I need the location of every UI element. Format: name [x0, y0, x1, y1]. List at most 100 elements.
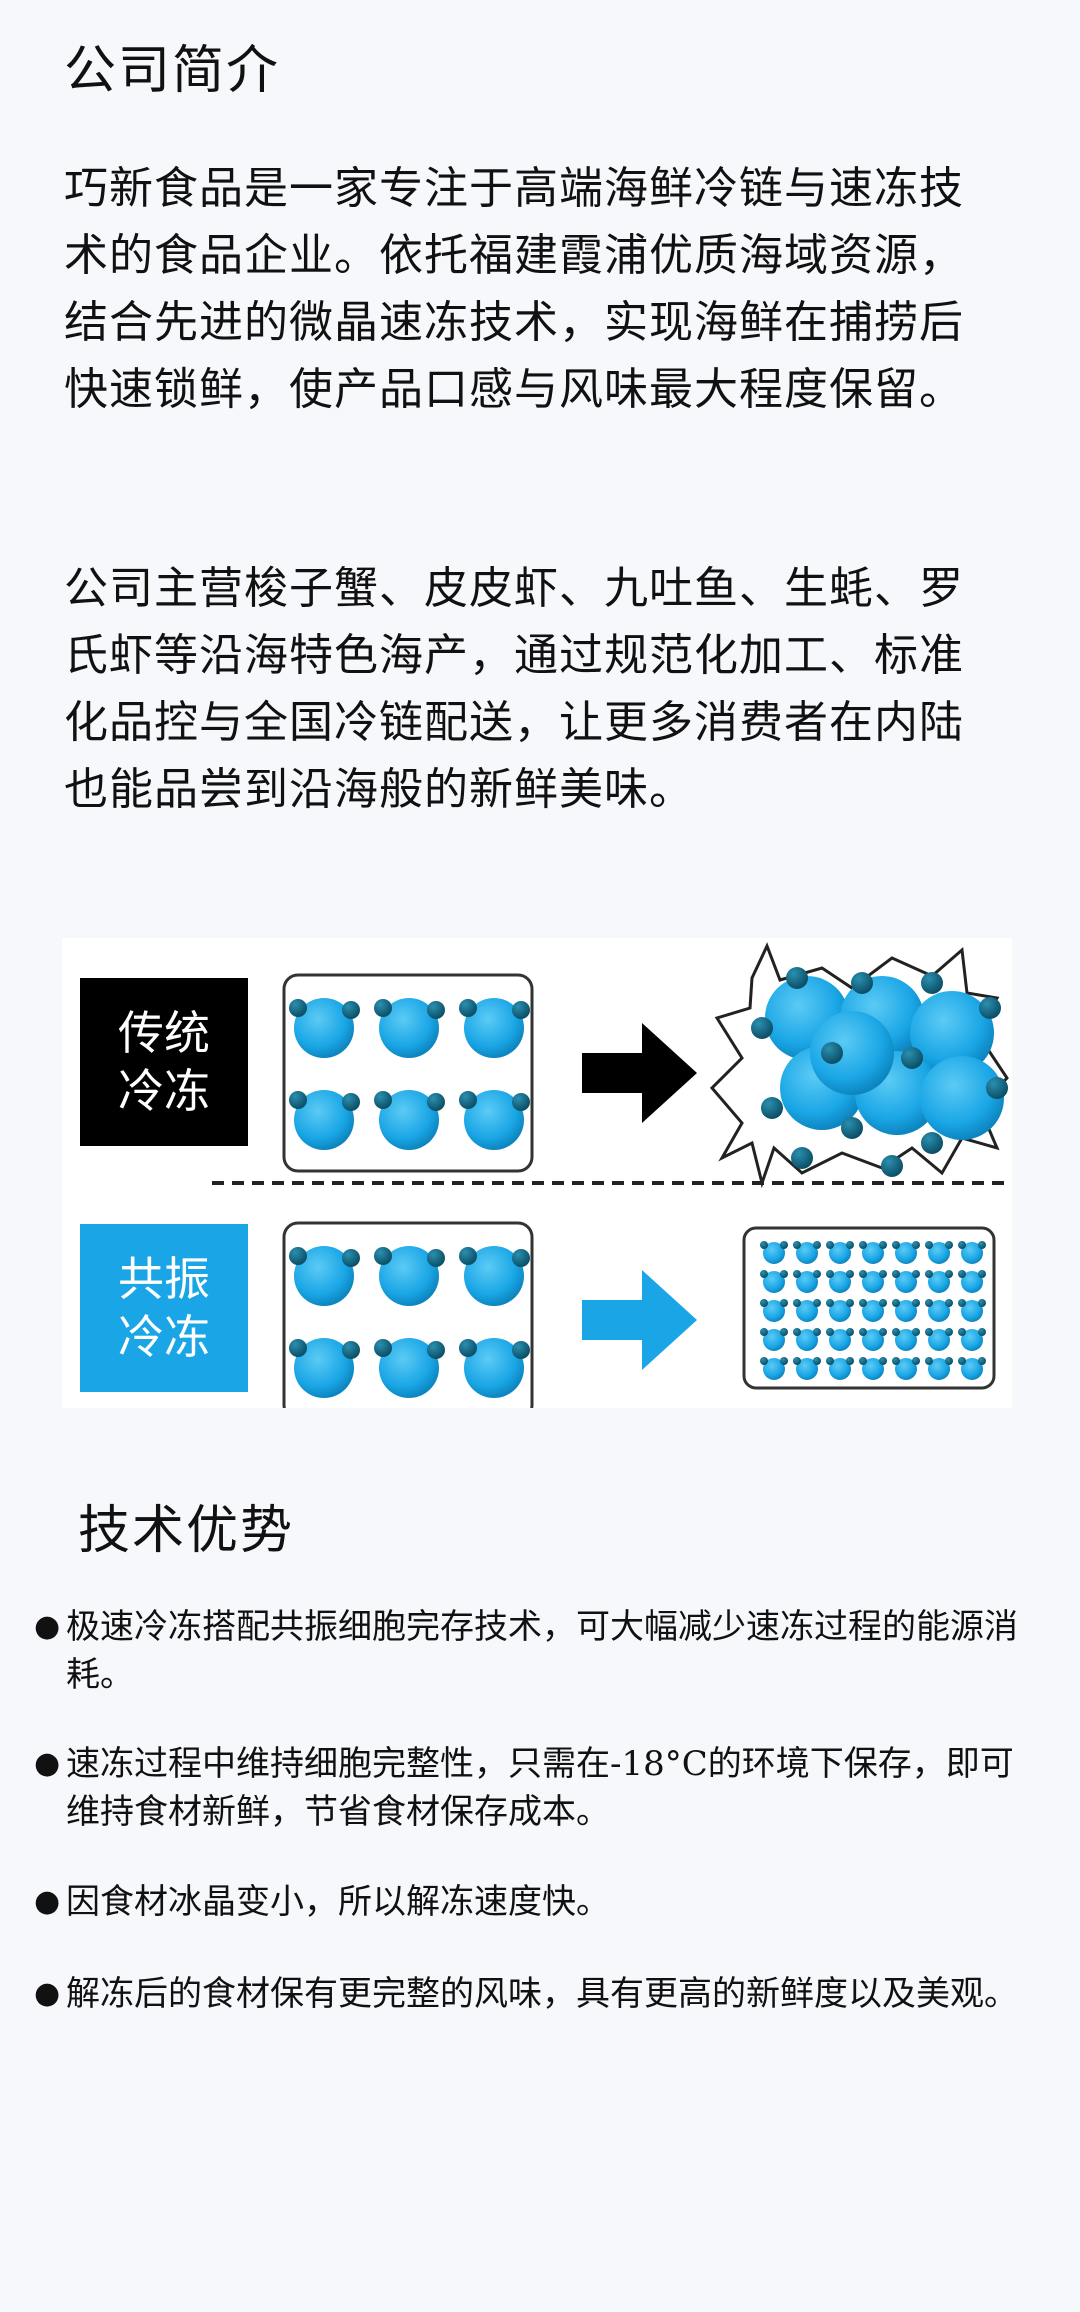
nucleus-icon: [925, 1241, 933, 1249]
nucleus-icon: [912, 1357, 920, 1365]
small-cell-icon: [862, 1358, 884, 1380]
nucleus-icon: [958, 1299, 966, 1307]
nucleus-icon: [760, 1241, 768, 1249]
nucleus-icon: [512, 1249, 530, 1267]
nucleus-icon: [826, 1270, 834, 1278]
nucleus-icon: [892, 1241, 900, 1249]
nucleus-icon: [826, 1241, 834, 1249]
small-cell-icon: [895, 1271, 917, 1293]
damaged-cell-icon: [810, 1011, 894, 1095]
nucleus-icon: [978, 1357, 986, 1365]
nucleus-icon: [813, 1299, 821, 1307]
nucleus-icon: [879, 1241, 887, 1249]
small-cell-icon: [862, 1271, 884, 1293]
cells-after-traditional-damaged: [751, 967, 1008, 1177]
nucleus-icon: [813, 1357, 821, 1365]
nucleus-icon: [851, 972, 873, 994]
nucleus-icon: [826, 1299, 834, 1307]
nucleus-icon: [892, 1357, 900, 1365]
nucleus-icon: [892, 1328, 900, 1336]
small-cell-icon: [829, 1329, 851, 1351]
nucleus-icon: [846, 1357, 854, 1365]
damaged-cell-icon: [910, 991, 994, 1075]
nucleus-icon: [793, 1270, 801, 1278]
small-cell-icon: [895, 1329, 917, 1351]
intro-paragraph-2: 公司主营梭子蟹、皮皮虾、九吐鱼、生蚝、罗氏虾等沿海特色海产，通过规范化加工、标准…: [64, 563, 964, 815]
diagram-graphic: [212, 942, 1012, 1408]
advantage-item: ● 速冻过程中维持细胞完整性，只需在-18°C的环境下保存，即可维持食材新鲜，节…: [34, 1740, 1044, 1836]
nucleus-icon: [879, 1299, 887, 1307]
nucleus-icon: [958, 1328, 966, 1336]
nucleus-icon: [793, 1328, 801, 1336]
small-cell-icon: [796, 1242, 818, 1264]
small-cell-icon: [895, 1358, 917, 1380]
nucleus-icon: [813, 1328, 821, 1336]
nucleus-icon: [846, 1328, 854, 1336]
small-cell-icon: [928, 1358, 950, 1380]
cell-icon: [294, 998, 354, 1058]
advantage-text: 速冻过程中维持细胞完整性，只需在-18°C的环境下保存，即可维持食材新鲜，节省食…: [66, 1744, 1014, 1832]
freezing-comparison-diagram: 传统 冷冻 共振 冷冻: [62, 938, 1012, 1408]
nucleus-icon: [945, 1299, 953, 1307]
nucleus-icon: [374, 999, 392, 1017]
nucleus-icon: [342, 1249, 360, 1267]
nucleus-icon: [791, 1147, 813, 1169]
nucleus-icon: [859, 1357, 867, 1365]
nucleus-icon: [978, 1328, 986, 1336]
nucleus-icon: [958, 1270, 966, 1278]
small-cell-icon: [763, 1358, 785, 1380]
nucleus-icon: [958, 1357, 966, 1365]
nucleus-icon: [780, 1270, 788, 1278]
small-cell-icon: [829, 1358, 851, 1380]
arrow-right-black-icon: [582, 1023, 697, 1123]
intro-paragraph-1: 巧新食品是一家专注于高端海鲜冷链与速冻技术的食品企业。依托福建霞浦优质海域资源，…: [64, 163, 964, 415]
nucleus-icon: [879, 1328, 887, 1336]
nucleus-icon: [912, 1270, 920, 1278]
nucleus-icon: [859, 1328, 867, 1336]
nucleus-icon: [760, 1357, 768, 1365]
bullet-icon: ●: [34, 1884, 61, 1919]
advantage-text: 极速冷冻搭配共振细胞完存技术，可大幅减少速冻过程的能源消耗。: [66, 1607, 1018, 1695]
nucleus-icon: [892, 1299, 900, 1307]
nucleus-icon: [925, 1328, 933, 1336]
small-cell-icon: [763, 1271, 785, 1293]
nucleus-icon: [978, 1241, 986, 1249]
nucleus-icon: [945, 1270, 953, 1278]
nucleus-icon: [925, 1299, 933, 1307]
nucleus-icon: [841, 1117, 863, 1139]
nucleus-icon: [459, 1247, 477, 1265]
nucleus-icon: [945, 1241, 953, 1249]
small-cell-icon: [829, 1242, 851, 1264]
nucleus-icon: [979, 997, 1001, 1019]
cells-before-traditional: [289, 998, 530, 1150]
arrow-right-blue-icon: [582, 1270, 697, 1370]
nucleus-icon: [912, 1299, 920, 1307]
small-cell-icon: [895, 1242, 917, 1264]
label-line: 传统: [118, 1006, 210, 1060]
small-cell-icon: [928, 1329, 950, 1351]
bullet-icon: ●: [34, 1746, 61, 1781]
label-line: 共振: [118, 1252, 210, 1306]
cells-after-resonance-intact: [760, 1241, 986, 1380]
nucleus-icon: [342, 1093, 360, 1111]
nucleus-icon: [978, 1270, 986, 1278]
nucleus-icon: [879, 1357, 887, 1365]
nucleus-icon: [289, 1247, 307, 1265]
cell-icon: [294, 1090, 354, 1150]
tech-advantages-title: 技术优势: [78, 1501, 295, 1561]
nucleus-icon: [925, 1270, 933, 1278]
small-cell-icon: [961, 1300, 983, 1322]
nucleus-icon: [793, 1241, 801, 1249]
nucleus-icon: [751, 1017, 773, 1039]
label-line: 冷冻: [118, 1310, 210, 1364]
nucleus-icon: [859, 1270, 867, 1278]
advantage-item: ● 极速冷冻搭配共振细胞完存技术，可大幅减少速冻过程的能源消耗。: [34, 1603, 1044, 1699]
nucleus-icon: [958, 1241, 966, 1249]
nucleus-icon: [826, 1328, 834, 1336]
damaged-cell-icon: [920, 1056, 1004, 1140]
traditional-freezing-label: 传统 冷冻: [80, 978, 248, 1146]
cell-icon: [379, 1338, 439, 1398]
cell-icon: [464, 1246, 524, 1306]
nucleus-icon: [892, 1270, 900, 1278]
nucleus-icon: [786, 967, 808, 989]
